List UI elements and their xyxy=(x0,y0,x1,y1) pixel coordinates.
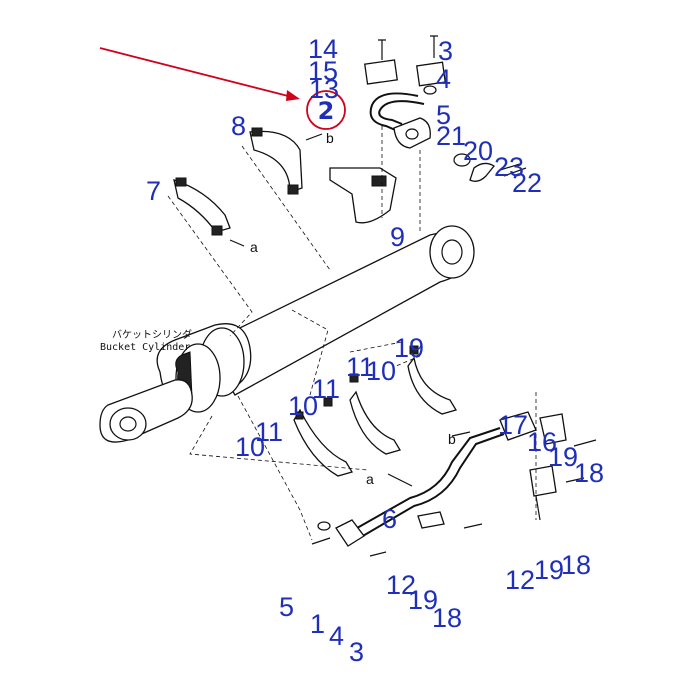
part-label-18-right: 18 xyxy=(574,458,604,488)
part-label-10-c: 10 xyxy=(235,432,265,462)
part-label-4-bottom: 4 xyxy=(329,621,344,651)
caption-japanese: バケットシリンダ xyxy=(112,328,192,341)
part-label-23: 23 xyxy=(494,152,524,182)
part-label-9: 9 xyxy=(390,222,405,252)
part-label-15: 15 xyxy=(308,56,338,86)
part-labels: 14 15 13 3 4 5 21 20 23 22 8 7 9 19 11 1… xyxy=(146,34,604,667)
part-label-18-center: 18 xyxy=(432,603,462,633)
part-label-6: 6 xyxy=(382,504,397,534)
part-label-12-right: 12 xyxy=(505,565,535,595)
part-label-12-center: 12 xyxy=(386,570,416,600)
part-label-5-bottom: 5 xyxy=(279,592,294,622)
ref-letter-b-lower: b xyxy=(448,431,456,447)
highlight-callout: 2 xyxy=(99,47,346,130)
part-number-2: 2 xyxy=(318,97,335,125)
part-label-20: 20 xyxy=(463,136,493,166)
upper-tube-assembly xyxy=(364,35,527,182)
part-label-16: 16 xyxy=(527,427,557,457)
part-label-21: 21 xyxy=(436,121,466,151)
part-label-19-right: 19 xyxy=(548,442,578,472)
part-label-11-a: 11 xyxy=(346,352,374,382)
part-label-8: 8 xyxy=(231,111,246,141)
part-label-3-bottom: 3 xyxy=(349,637,364,667)
highlight-arrow xyxy=(99,47,293,98)
part-label-10-a: 10 xyxy=(366,356,396,386)
clamp-bracket-7 xyxy=(173,177,245,247)
part-label-11-c: 11 xyxy=(255,417,283,447)
clamp-bracket-8 xyxy=(249,127,323,195)
part-label-5-top: 5 xyxy=(436,100,451,130)
part-label-19-right-bottom: 19 xyxy=(534,555,564,585)
part-label-7: 7 xyxy=(146,176,161,206)
part-label-19-center: 19 xyxy=(408,585,438,615)
lower-clamps xyxy=(293,345,457,477)
part-label-4-top: 4 xyxy=(436,64,451,94)
part-label-14: 14 xyxy=(308,34,338,64)
part-label-3-top: 3 xyxy=(438,36,453,66)
part-label-22: 22 xyxy=(512,168,542,198)
part-label-13: 13 xyxy=(309,74,339,104)
caption-english: Bucket Cylinder xyxy=(100,342,190,353)
part-label-10-b: 10 xyxy=(288,391,318,421)
clamp-bracket-upper-center xyxy=(329,167,397,224)
lower-tube-assembly xyxy=(317,411,597,557)
part-label-18-right-bottom: 18 xyxy=(561,550,591,580)
highlight-arrowhead xyxy=(286,90,300,101)
ref-letter-b: b xyxy=(326,130,334,146)
ref-letter-a-lower: a xyxy=(366,471,374,487)
highlight-ring xyxy=(306,90,346,130)
part-label-1-bottom: 1 xyxy=(310,609,325,639)
part-label-19-mid: 19 xyxy=(394,333,424,363)
bucket-cylinder xyxy=(99,225,475,443)
ref-letter-a: a xyxy=(250,239,258,255)
part-label-17: 17 xyxy=(498,410,528,440)
part-label-11-b: 11 xyxy=(312,374,340,404)
leader-lines xyxy=(167,126,541,545)
